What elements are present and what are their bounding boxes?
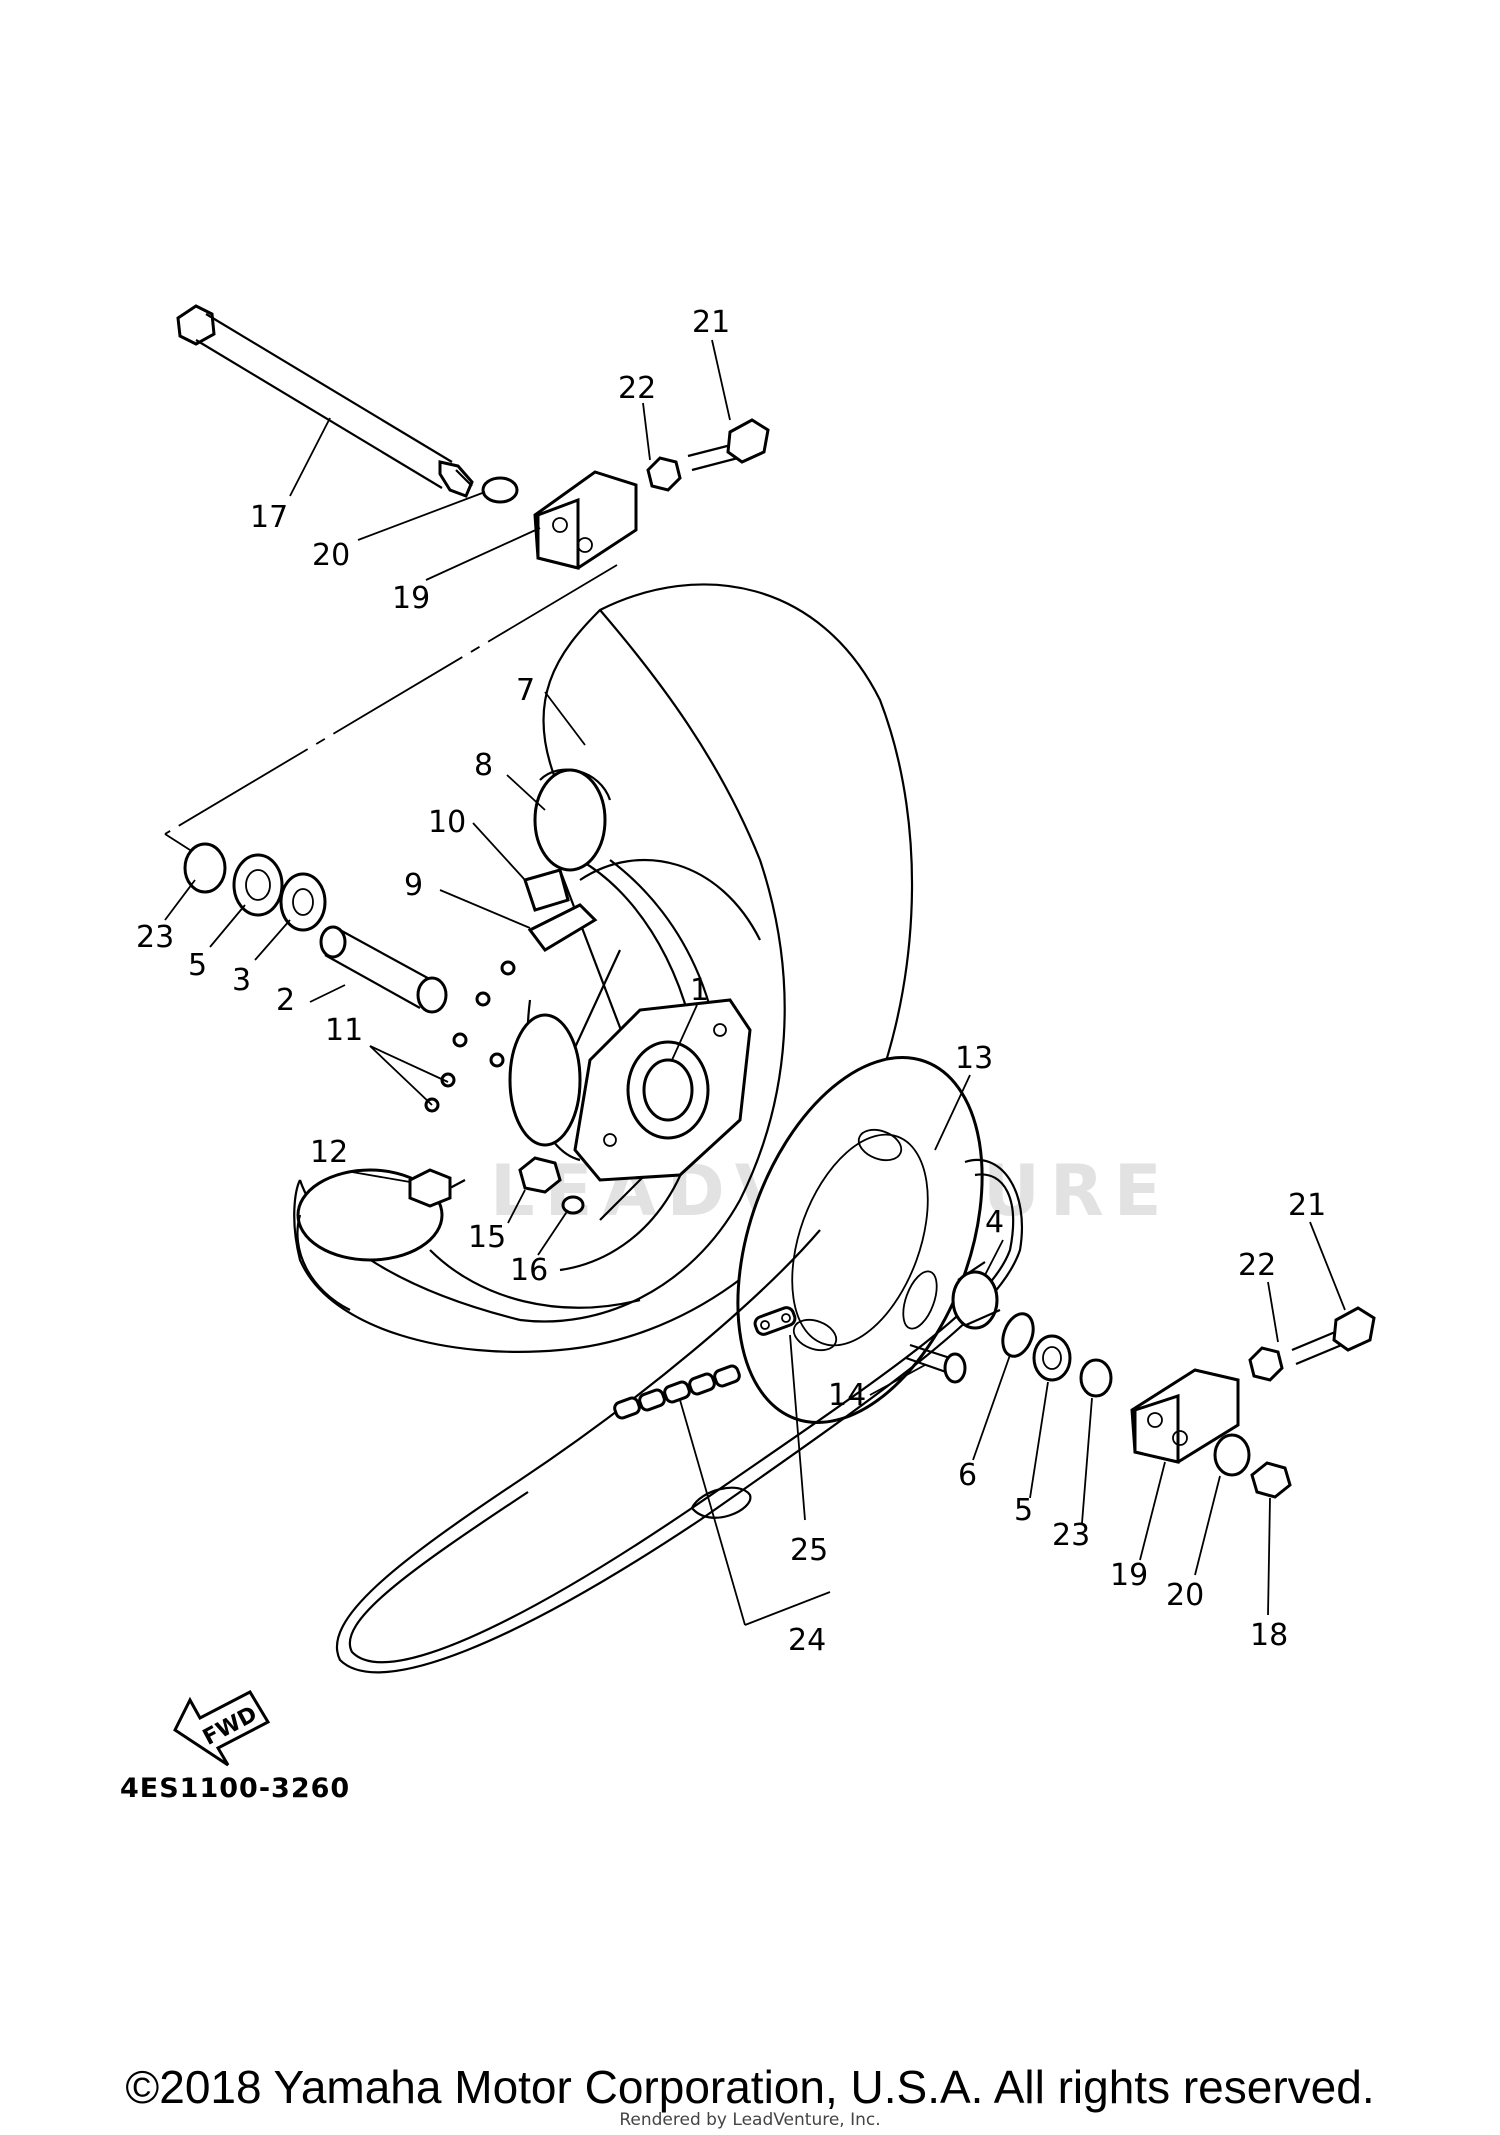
right-bearing-part [1032,1334,1072,1382]
copyright-notice: ©2018 Yamaha Motor Corporation, U.S.A. A… [125,2061,1375,2113]
callout-23: 23 [136,920,174,955]
callout-1: 1 [690,973,709,1008]
washer-part [1213,1433,1251,1477]
sprocket-bolt-part [905,1343,967,1384]
callout-19: 19 [392,581,430,616]
circlip-part [1001,1312,1035,1358]
callout-21-right: 21 [1288,1188,1326,1223]
leader-lines [164,339,1346,1626]
callout-22: 22 [618,371,656,406]
washer-part [481,476,519,504]
left-bearing-set [183,842,327,932]
callout-5: 5 [188,948,207,983]
callout-24: 24 [788,1623,826,1658]
callout-20: 20 [312,538,350,573]
chain-puller-part [1130,1368,1240,1464]
callout-25: 25 [790,1533,828,1568]
rendered-by-credit: Rendered by LeadVenture, Inc. [619,2110,881,2130]
tube-part [523,768,612,952]
callout-11: 11 [325,1013,363,1048]
callout-14: 14 [828,1378,866,1413]
callout-20-right: 20 [1166,1578,1204,1613]
callout-5-right: 5 [1014,1493,1033,1528]
spoke-nipples-part [424,960,516,1113]
chain-puller-part [533,470,638,570]
callout-12: 12 [310,1135,348,1170]
washer-part [561,1195,585,1215]
right-spacer-part [1079,1358,1113,1398]
callout-13: 13 [955,1041,993,1076]
callout-15: 15 [468,1220,506,1255]
callout-10: 10 [428,805,466,840]
wheel-hub-part [508,998,752,1182]
adjuster-bolt-part [646,418,770,492]
callout-labels: 17 20 19 22 21 7 8 10 9 23 5 3 2 1 11 12… [136,305,1326,1658]
callout-19-right: 19 [1110,1558,1148,1593]
chain-link-sample [613,1364,741,1420]
callout-23-right: 23 [1052,1518,1090,1553]
diagram-code: 4ES1100-3260 [120,1773,350,1804]
master-link-part [753,1306,797,1336]
right-collar-part [951,1261,1001,1330]
callout-3: 3 [232,963,251,998]
axle-nut-part [1250,1461,1292,1499]
valve-part [408,1168,466,1208]
spacer-part [319,925,448,1014]
callout-18: 18 [1250,1618,1288,1653]
adjuster-bolt-part [1248,1306,1376,1382]
forward-arrow-icon: FWD [173,1690,271,1767]
callout-9: 9 [404,868,423,903]
callout-22-right: 22 [1238,1248,1276,1283]
nut-part [518,1156,562,1194]
axle-part [176,304,474,498]
callout-2: 2 [276,983,295,1018]
assembly-line [164,564,618,851]
tire-left-section [296,1168,444,1311]
callout-6: 6 [958,1458,977,1493]
callout-17: 17 [250,500,288,535]
callout-16: 16 [510,1253,548,1288]
callout-4: 4 [985,1205,1004,1240]
callout-8: 8 [474,748,493,783]
callout-21: 21 [692,305,730,340]
callout-7: 7 [516,673,535,708]
